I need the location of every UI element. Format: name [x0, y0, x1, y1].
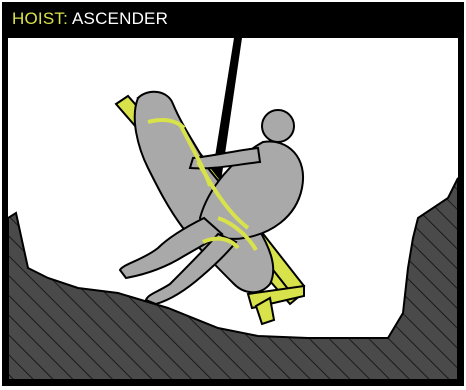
title-name: ASCENDER: [72, 9, 168, 28]
diagram-frame: HOIST: ASCENDER: [2, 2, 464, 386]
diagram-title: HOIST: ASCENDER: [2, 2, 464, 36]
title-category: HOIST: [12, 9, 63, 28]
illustration: [8, 38, 458, 380]
rescuer-head: [262, 110, 294, 142]
title-separator: :: [63, 9, 68, 28]
